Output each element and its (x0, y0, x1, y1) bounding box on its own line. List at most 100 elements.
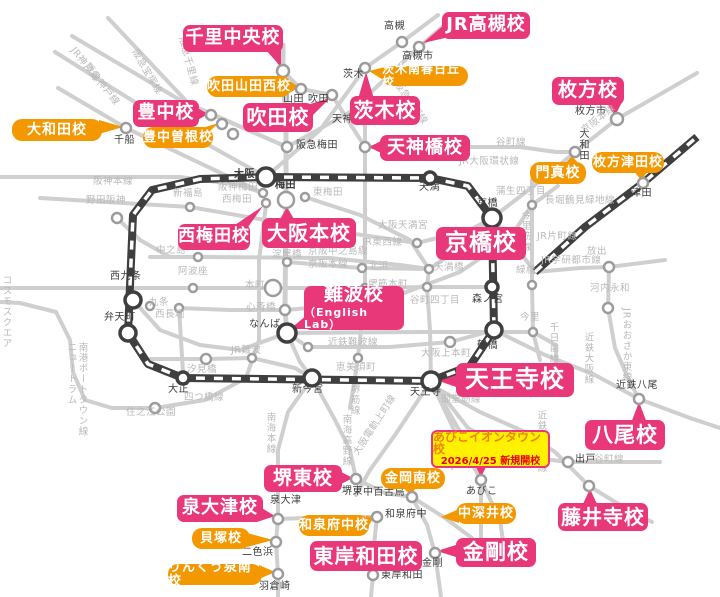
school-badge-label: 千里中央校 (185, 27, 281, 49)
station-marker (276, 322, 298, 344)
station-marker (302, 341, 314, 353)
school-badge-hirakata-tsuda[interactable]: 枚方津田校 (592, 152, 664, 173)
station-marker (423, 263, 435, 275)
line-label: JR難波 (231, 345, 262, 356)
school-badge-jr-takatsuki[interactable]: JR高槻校 (442, 12, 530, 39)
line-label: 京阪中之島線 (308, 246, 369, 257)
station-marker (148, 401, 162, 415)
station-marker (118, 323, 138, 343)
school-badge-tenjinbashi[interactable]: 天神橋校 (380, 135, 470, 161)
station-label: 中百舌鳥 (363, 487, 405, 498)
school-badge-toyonaka-sone[interactable]: 豊中曽根校 (143, 127, 213, 148)
school-badge-higashi-kishiwada[interactable]: 東岸和田校 (310, 541, 422, 571)
school-badge-sublabel: （English Lab） (304, 306, 369, 331)
badge-pointer-ibaraki (358, 72, 374, 99)
school-badge-naka-fukai[interactable]: 中深井校 (456, 503, 516, 524)
school-badge-sakai-higashi[interactable]: 堺東校 (264, 465, 342, 492)
school-badge-label: りんくう泉南校 (168, 559, 252, 589)
station-marker (632, 392, 646, 406)
line-label: JR大阪環状線 (459, 156, 520, 167)
school-badge-izumi-otsu[interactable]: 泉大津校 (177, 495, 263, 522)
school-badge-suita-yamada-nishi[interactable]: 吹田山田西校 (207, 76, 291, 97)
school-badge-toyonaka[interactable]: 豊中校 (133, 100, 199, 127)
line-label: 堺筋線 (348, 384, 360, 416)
school-badge-label: 八尾校 (592, 422, 658, 447)
school-badge-kaizuka[interactable]: 貝塚校 (192, 528, 250, 549)
school-badge-izumi-fuchu[interactable]: 和泉府中校 (299, 515, 369, 536)
school-badge-label: 堺東校 (272, 466, 333, 489)
badge-pointer-tennoji (439, 374, 459, 388)
school-badge-tennoji[interactable]: 天王寺校 (456, 363, 574, 397)
station-label: 大阪 (234, 169, 255, 180)
station-marker (561, 455, 575, 469)
line-label: 千日前線 (547, 322, 559, 364)
badge-pointer-yao (631, 402, 647, 423)
school-badge-nishi-umeda[interactable]: 西梅田校 (178, 224, 250, 250)
school-badge-hirakata[interactable]: 枚方校 (552, 77, 624, 105)
line-label: 南海本線 (264, 412, 276, 454)
station-label: 近鉄八尾 (616, 380, 658, 391)
school-badge-namba[interactable]: 難波校（English Lab） (304, 285, 404, 331)
station-label: 金剛 (422, 558, 443, 569)
station-label: 阪急梅田 (296, 140, 338, 151)
badge-pointer-izumi-otsu (260, 507, 275, 521)
line-label: 緑橋 (516, 265, 537, 276)
station-marker (299, 191, 311, 203)
station-marker (395, 35, 409, 49)
school-badge-kyobashi[interactable]: 京橋校 (436, 227, 526, 260)
station-label: なんば (249, 319, 281, 330)
badge-pointer-hirakata (606, 102, 622, 116)
line-label: JR東西線 (362, 237, 403, 248)
school-badge-osaka-main[interactable]: 大阪本校 (262, 218, 356, 248)
station-marker (255, 166, 277, 188)
badge-pointer-tenjinbashi (369, 140, 383, 154)
station-label: 堺東 (342, 486, 363, 497)
station-marker (405, 490, 419, 504)
station-marker (527, 326, 539, 338)
school-badge-suita[interactable]: 吹田校 (243, 103, 313, 132)
school-badge-kongo[interactable]: 金剛校 (456, 538, 536, 567)
badge-pointer-rinku-sennan (259, 565, 275, 579)
school-badge-label: 金剛校 (463, 540, 529, 565)
station-marker (271, 512, 285, 526)
school-badge-kanaoka-minami[interactable]: 金岡南校 (381, 468, 445, 489)
station-marker (422, 170, 438, 186)
line-label: 西梅田 (222, 194, 253, 205)
school-badge-ibaraki-minami-kasugaoka[interactable]: 茨木南春日丘校 (382, 63, 468, 88)
station-marker (257, 187, 269, 199)
school-badge-kadoma[interactable]: 門真校 (530, 162, 586, 184)
school-badge-label: 中深井校 (457, 505, 514, 521)
station-marker (358, 61, 372, 75)
school-badge-ibaraki[interactable]: 茨木校 (350, 96, 420, 125)
school-badge-fujiidera[interactable]: 藤井寺校 (558, 503, 648, 531)
line-label: ニュートラム (65, 342, 77, 405)
rail-line-nankai-koya-line (310, 376, 443, 597)
line-label: 谷町線 (594, 454, 625, 465)
line-label: 今里 (520, 312, 541, 323)
school-badge-label: 茨木校 (353, 98, 417, 122)
station-label: あびこ (466, 486, 498, 497)
station-marker (474, 473, 488, 487)
school-badge-owada[interactable]: 大和田校 (12, 119, 102, 141)
station-marker (110, 211, 124, 225)
station-label: 羽倉崎 (259, 581, 291, 592)
school-badge-yao[interactable]: 八尾校 (585, 420, 665, 450)
station-marker (609, 111, 625, 127)
station-label: 弁天町 (104, 312, 136, 323)
station-marker (281, 256, 293, 268)
station-label: 津田 (631, 188, 652, 199)
school-badge-label: 西梅田校 (178, 226, 250, 247)
line-label: 大阪上本町 (421, 348, 472, 359)
badge-pointer-nishi-umeda (232, 206, 263, 227)
station-label: 千船 (114, 135, 135, 146)
station-marker (278, 303, 292, 317)
station-label: 鶴橋 (477, 340, 498, 351)
line-label: 河内永和 (590, 283, 631, 294)
school-badge-label: 泉大津校 (182, 497, 258, 519)
school-badge-senri-chuo[interactable]: 千里中央校 (183, 25, 283, 52)
station-marker (215, 117, 229, 131)
school-badge-rinku-sennan[interactable]: りんくう泉南校 (168, 559, 262, 589)
station-marker (260, 197, 272, 209)
